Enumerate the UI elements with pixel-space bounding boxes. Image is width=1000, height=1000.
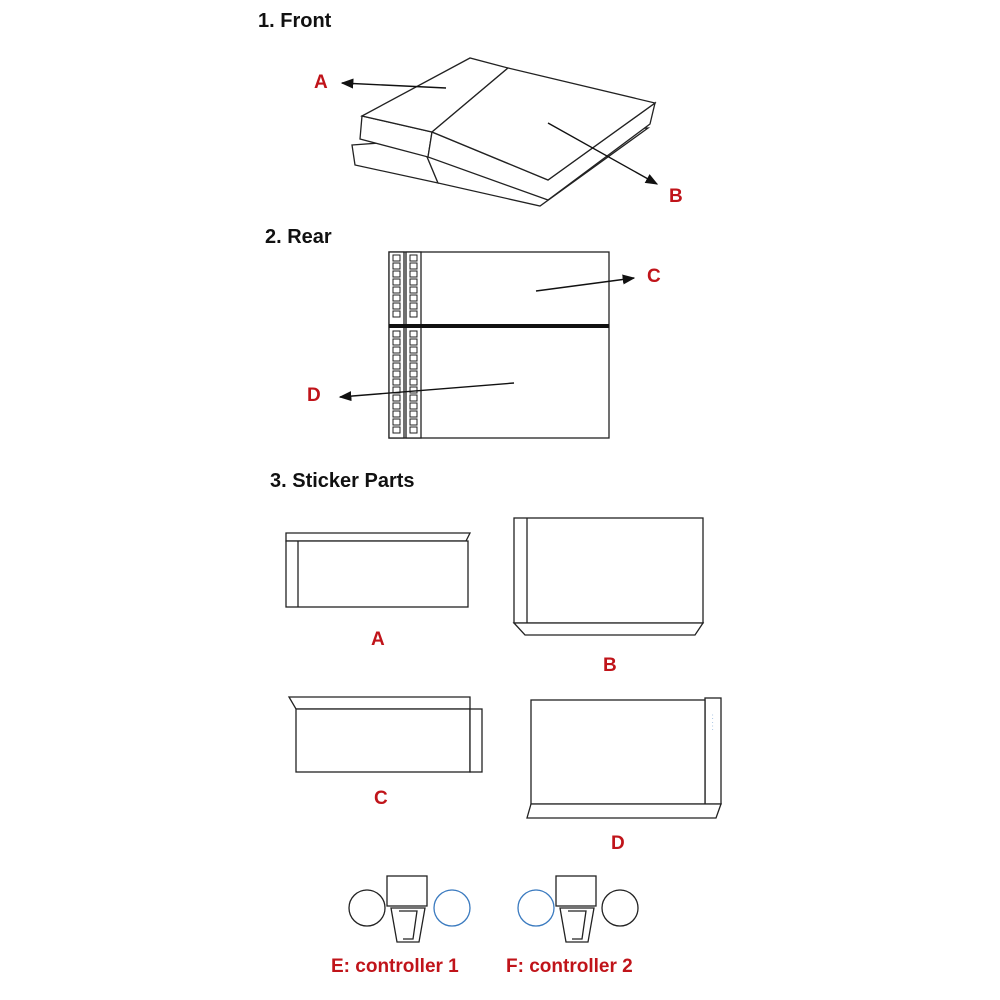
controller-2-right-circle [601,889,639,927]
part-d-face [530,699,706,805]
vent-slot [409,418,418,426]
vent-slot [409,294,418,302]
vent-slot [409,354,418,362]
arrow-to-label-a [340,78,447,89]
console-rear-view [388,251,610,439]
rear-outline [388,251,610,439]
vent-slot [409,386,418,394]
label-controller-2: F: controller 2 [506,956,633,977]
vent-slot [392,286,401,294]
vent-slot [392,426,401,434]
sticker-part-b [512,517,705,636]
vent-slot [392,370,401,378]
controller-1-left-circle [348,889,386,927]
vent-slot [392,378,401,386]
label-rear-c: C [647,266,661,287]
arrow-to-label-d [338,382,515,402]
controller-2-parts [517,875,639,943]
part-b-face [513,517,704,624]
vent-slot [392,310,401,318]
vent-slot [409,394,418,402]
vent-slot [409,310,418,318]
vent-slot [392,254,401,262]
vent-slot [409,330,418,338]
heading-sticker-parts: 3. Sticker Parts [270,470,415,492]
controller-1-touchpad [386,875,428,907]
vent-slot [392,270,401,278]
vent-slot [409,402,418,410]
controller-2-left-circle [517,889,555,927]
vent-slot [409,378,418,386]
vent-slot [392,410,401,418]
vent-slot [392,394,401,402]
vent-slot [409,338,418,346]
rear-vent-slots [392,254,418,434]
vent-slot [409,270,418,278]
vent-slot [409,370,418,378]
console-front-view [351,57,657,207]
label-part-a: A [371,629,385,650]
part-d-tiny-print: · · · · · [709,714,715,731]
arrow-to-label-b [547,122,659,185]
part-c-side-fold [469,708,483,773]
vent-slot [409,254,418,262]
sticker-part-c [287,696,483,773]
label-part-c: C [374,788,388,809]
vent-slot [392,346,401,354]
label-front-b: B [669,186,683,207]
controller-1-parts [348,875,471,943]
label-front-a: A [314,72,328,93]
vent-slot [409,286,418,294]
sticker-part-d: · · · · · [526,697,722,819]
vent-slot [392,354,401,362]
vent-slot [409,278,418,286]
controller-1-right-circle [433,889,471,927]
vent-slot [392,402,401,410]
vent-slot [392,330,401,338]
controller-2-touchpad [555,875,597,907]
vent-slot [392,338,401,346]
label-rear-d: D [307,385,321,406]
sticker-part-a [285,532,472,608]
vent-slot [409,262,418,270]
label-part-d: D [611,833,625,854]
vent-slot [392,362,401,370]
vent-slot [409,346,418,354]
controller-2-lower-piece [559,907,595,943]
vent-slot [409,302,418,310]
vent-slot [392,302,401,310]
heading-front: 1. Front [258,10,332,32]
part-c-face [295,708,471,773]
label-controller-1: E: controller 1 [331,956,459,977]
heading-rear: 2. Rear [265,226,332,248]
vent-slot [392,294,401,302]
part-a-face [285,540,469,608]
arrow-to-label-c [535,274,636,292]
vent-slot [409,362,418,370]
vent-slot [392,278,401,286]
part-d-bottom-fold [526,803,722,819]
vent-slot [392,262,401,270]
controller-2-lower-inner [568,910,587,940]
label-part-b: B [603,655,617,676]
part-a-top-fold [285,532,472,542]
sticker-area-b-top [430,67,657,181]
part-b-bottom-fold [512,622,705,636]
part-c-top-fold [287,696,471,710]
vent-slot [392,418,401,426]
vent-slot [409,426,418,434]
vent-slot [409,410,418,418]
controller-1-lower-piece [390,907,426,943]
controller-1-lower-inner [399,910,418,940]
